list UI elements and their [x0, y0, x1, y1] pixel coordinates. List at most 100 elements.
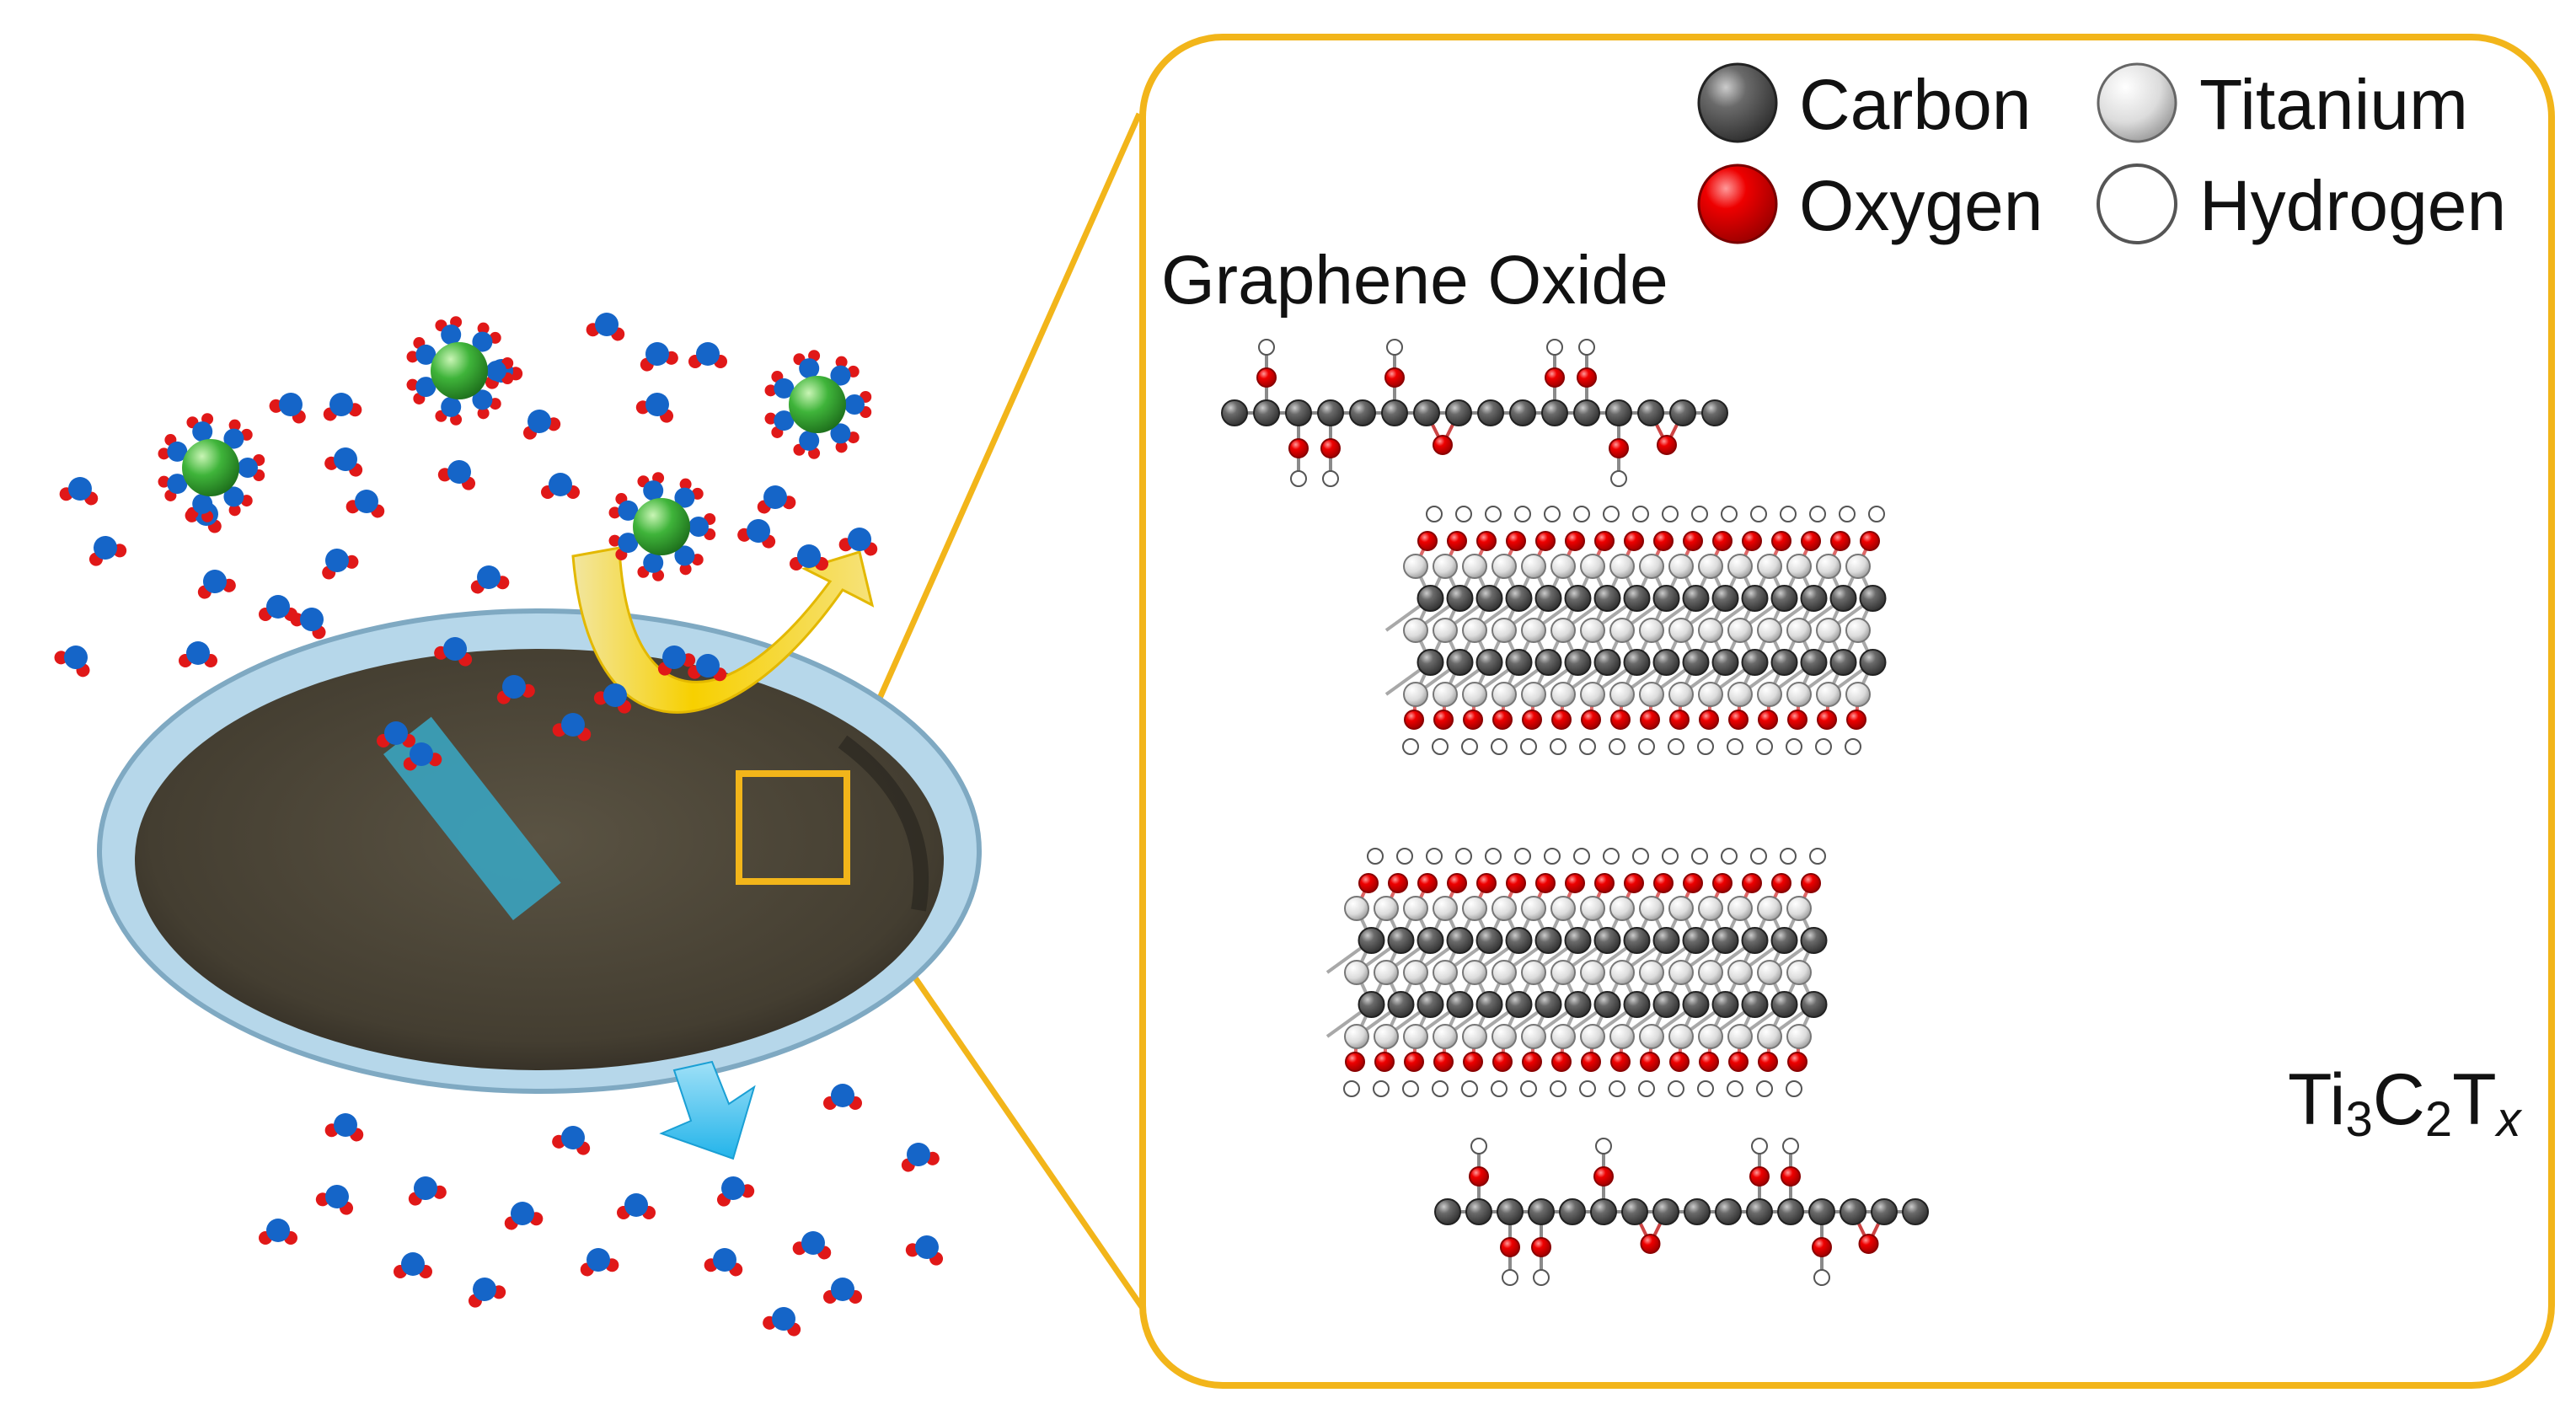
- water-oxygen-atom: [279, 393, 303, 416]
- water-molecule-icon: [901, 1143, 940, 1172]
- titanium-atom: [1668, 896, 1694, 921]
- oxygen-atom: [1447, 531, 1467, 551]
- ion-water-oxygen: [830, 365, 851, 386]
- titanium-atom: [1492, 1024, 1517, 1049]
- hydrogen-atom: [1780, 848, 1797, 865]
- water-molecule-icon: [552, 1126, 591, 1155]
- carbon-atom: [1593, 585, 1621, 612]
- oxygen-atom: [1384, 367, 1405, 388]
- mxene-sub-x: x: [2497, 1092, 2521, 1147]
- carbon-atom: [1446, 991, 1474, 1018]
- titanium-atom: [1344, 960, 1369, 985]
- water-oxygen-atom: [624, 1193, 648, 1217]
- water-molecule-icon: [541, 473, 580, 499]
- titanium-atom: [1668, 618, 1694, 643]
- titanium-atom: [1433, 554, 1458, 579]
- hydrogen-atom: [1514, 506, 1531, 522]
- hydrogen-atom: [1868, 506, 1885, 522]
- carbon-atom: [1505, 927, 1533, 954]
- titanium-atom: [1492, 682, 1517, 707]
- carbon-atom: [1711, 649, 1739, 676]
- titanium-atom: [1580, 960, 1605, 985]
- oxygen-atom: [1858, 1234, 1879, 1254]
- water-molecule-icon: [823, 1278, 862, 1304]
- carbon-atom: [1446, 585, 1474, 612]
- carbon-atom: [1417, 927, 1444, 954]
- ion-water-oxygen: [844, 394, 865, 415]
- titanium-atom: [1727, 618, 1753, 643]
- water-oxygen-atom: [477, 565, 501, 589]
- hydrogen-atom: [1609, 1080, 1625, 1097]
- carbon-atom: [1770, 991, 1798, 1018]
- titanium-atom: [1462, 960, 1487, 985]
- titanium-atom: [1433, 896, 1458, 921]
- carbon-atom: [1808, 1198, 1835, 1225]
- hydrogen-atom: [1432, 738, 1449, 755]
- carbon-atom: [1417, 991, 1444, 1018]
- hydrogen-atom: [1632, 848, 1649, 865]
- titanium-atom: [1639, 960, 1664, 985]
- oxygen-atom: [1640, 1052, 1660, 1072]
- hydrogen-atom: [1491, 1080, 1508, 1097]
- oxygen-atom: [1594, 873, 1615, 893]
- titanium-atom: [1786, 960, 1812, 985]
- titanium-atom: [1639, 554, 1664, 579]
- carbon-atom: [1859, 649, 1887, 676]
- titanium-atom: [1344, 896, 1369, 921]
- hydrogen-atom: [1485, 506, 1502, 522]
- oxygen-atom: [1728, 1052, 1749, 1072]
- titanium-atom: [1757, 682, 1782, 707]
- oxygen-atom: [1463, 1052, 1483, 1072]
- ion-water-hydrogen: [835, 356, 848, 368]
- mxene-x: x: [2496, 1092, 2521, 1147]
- titanium-atom: [1698, 618, 1723, 643]
- water-oxygen-atom: [266, 595, 290, 619]
- oxygen-atom: [1742, 531, 1762, 551]
- hydrogen-atom: [1603, 506, 1620, 522]
- water-molecule-icon: [403, 742, 442, 771]
- hydrogen-atom: [1662, 506, 1679, 522]
- hydrogen-atom: [1697, 738, 1714, 755]
- water-oxygen-atom: [502, 675, 526, 699]
- hydrogen-atom: [1573, 506, 1590, 522]
- hydrogen-atom: [1750, 848, 1767, 865]
- water-oxygen-atom: [561, 1126, 585, 1149]
- water-molecule-icon: [792, 1231, 832, 1260]
- titanium-atom: [1668, 1024, 1694, 1049]
- water-oxygen-atom: [915, 1235, 939, 1259]
- water-molecule-icon: [905, 1235, 944, 1266]
- carbon-atom: [1605, 399, 1632, 426]
- titanium-atom: [1374, 1024, 1399, 1049]
- carbon-atom: [1253, 399, 1280, 426]
- water-molecule-icon: [737, 519, 776, 549]
- ion-core: [431, 342, 488, 399]
- hydrogen-atom: [1750, 506, 1767, 522]
- hydrogen-atom: [1343, 1080, 1360, 1097]
- oxygen-atom: [1345, 1052, 1365, 1072]
- carbon-atom: [1573, 399, 1600, 426]
- ion-water-hydrogen: [764, 384, 777, 397]
- ion-water-oxygen: [618, 500, 639, 521]
- oxygen-atom: [1417, 873, 1438, 893]
- graphene-oxide-label: Graphene Oxide: [1161, 242, 1668, 319]
- oxygen-atom: [1749, 1166, 1770, 1187]
- titanium-atom: [1609, 896, 1635, 921]
- oxygen-atom: [1610, 1052, 1631, 1072]
- titanium-atom: [1403, 682, 1428, 707]
- oxygen-atom: [1657, 435, 1677, 455]
- hydrated-ion-icon: [764, 350, 872, 459]
- water-molecule-icon: [522, 410, 561, 440]
- titanium-atom: [1757, 896, 1782, 921]
- hydrogen-atom: [1461, 738, 1478, 755]
- carbon-atom: [1534, 649, 1562, 676]
- water-oxygen-atom: [696, 654, 720, 678]
- membrane-group: [97, 608, 982, 1094]
- titanium-atom: [1668, 960, 1694, 985]
- ion-water-oxygen: [415, 344, 436, 365]
- ion-water-hydrogen: [608, 506, 621, 519]
- ion-water-oxygen: [486, 361, 506, 381]
- ion-water-oxygen: [799, 430, 820, 451]
- water-oxygen-atom: [561, 713, 585, 737]
- hydrogen-atom: [1727, 1080, 1743, 1097]
- titanium-atom: [1609, 682, 1635, 707]
